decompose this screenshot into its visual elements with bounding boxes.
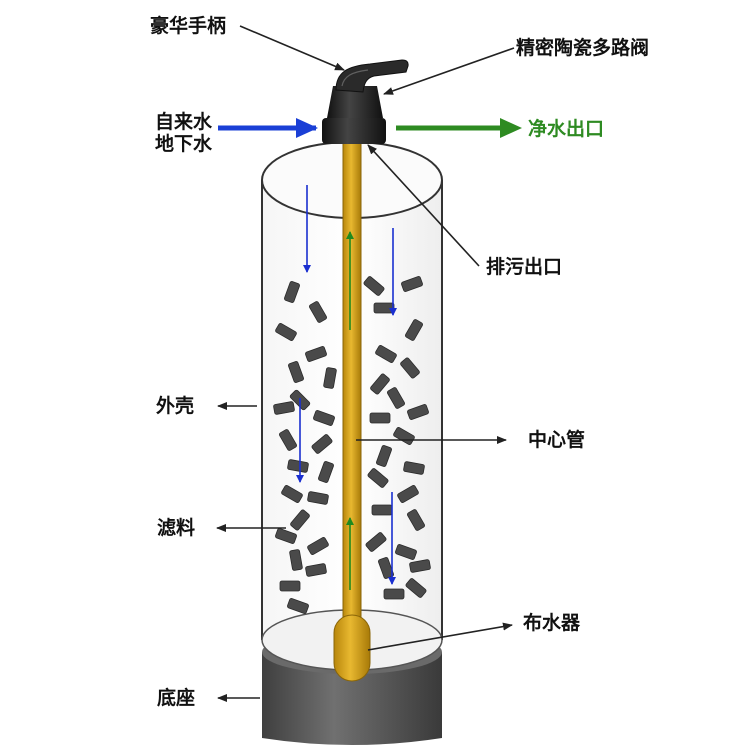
label-inlet: 自来水 地下水: [146, 111, 212, 155]
media-piece: [370, 413, 390, 423]
label-inlet-line1: 自来水: [146, 111, 212, 133]
media-piece: [280, 581, 300, 591]
label-handle: 豪华手柄: [150, 15, 226, 37]
media-piece: [374, 303, 394, 313]
label-outlet: 净水出口: [528, 118, 604, 140]
outlet-arrowhead: [500, 118, 522, 138]
label-center-tube: 中心管: [528, 429, 585, 451]
label-media: 滤料: [157, 517, 195, 539]
label-inlet-line2: 地下水: [146, 133, 212, 155]
media-piece: [372, 505, 392, 515]
media-piece: [384, 589, 404, 599]
label-drain: 排污出口: [486, 256, 562, 278]
valve: [322, 60, 408, 144]
distributor: [334, 615, 370, 681]
label-distributor: 布水器: [523, 612, 580, 634]
inlet-arrowhead: [296, 118, 318, 138]
label-base: 底座: [157, 687, 195, 709]
label-valve: 精密陶瓷多路阀: [516, 37, 649, 59]
label-shell: 外壳: [156, 395, 194, 417]
center-tube: [343, 140, 361, 640]
